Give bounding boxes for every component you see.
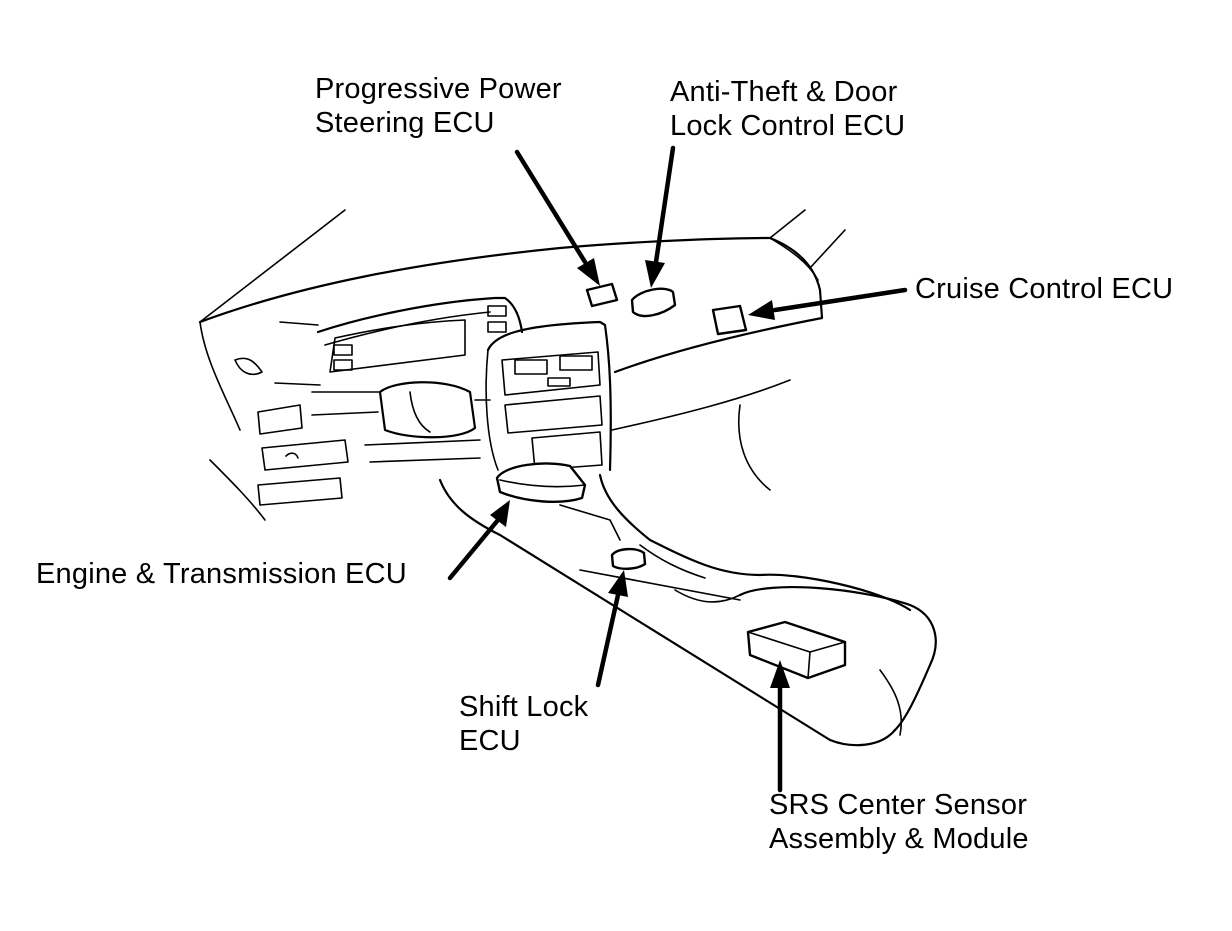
cruise-control-ecu-label: Cruise Control ECU <box>915 272 1173 306</box>
engine-transmission-ecu-box <box>495 462 587 503</box>
steering-column <box>311 381 491 463</box>
passenger-dash <box>611 379 791 491</box>
label-line: SRS Center Sensor <box>769 789 1028 821</box>
windshield-outline <box>199 209 846 323</box>
center-console <box>438 473 937 747</box>
label-line: Assembly & Module <box>769 823 1029 855</box>
label-line: Anti-Theft & Door <box>670 76 898 108</box>
center-stack <box>485 320 612 472</box>
label-line: Shift Lock <box>459 691 589 723</box>
arrow-shift-lock <box>595 570 628 688</box>
arrow-engine-transmission <box>447 500 510 581</box>
arrow-srs-center-sensor <box>770 660 790 793</box>
engine-transmission-ecu-label: Engine & Transmission ECU <box>36 557 407 591</box>
label-line: Cruise Control ECU <box>915 273 1174 305</box>
shift-lock-ecu-label: Shift Lock ECU <box>459 690 588 758</box>
label-line: ECU <box>459 725 521 757</box>
progressive-power-steering-ecu-box <box>585 282 619 308</box>
label-line: Progressive Power <box>315 73 562 105</box>
label-line: Engine & Transmission ECU <box>36 558 407 590</box>
label-line: Lock Control ECU <box>670 110 906 142</box>
anti-theft-door-lock-ecu-box <box>630 287 677 318</box>
arrow-progressive-power-steering <box>514 149 600 286</box>
cruise-control-ecu-box <box>711 304 748 336</box>
left-lower-dash <box>209 404 349 521</box>
instrument-cluster <box>234 296 524 386</box>
srs-center-sensor-label: SRS Center Sensor Assembly & Module <box>769 788 1029 856</box>
progressive-power-steering-ecu-label: Progressive Power Steering ECU <box>315 72 562 140</box>
dashboard-upper <box>198 236 824 431</box>
arrow-cruise-control <box>748 287 908 320</box>
arrow-anti-theft-door-lock <box>645 145 676 288</box>
srs-center-sensor-box <box>746 620 847 680</box>
shift-lock-ecu-box <box>610 547 647 570</box>
label-line: Steering ECU <box>315 107 495 139</box>
anti-theft-door-lock-ecu-label: Anti-Theft & Door Lock Control ECU <box>670 75 905 143</box>
